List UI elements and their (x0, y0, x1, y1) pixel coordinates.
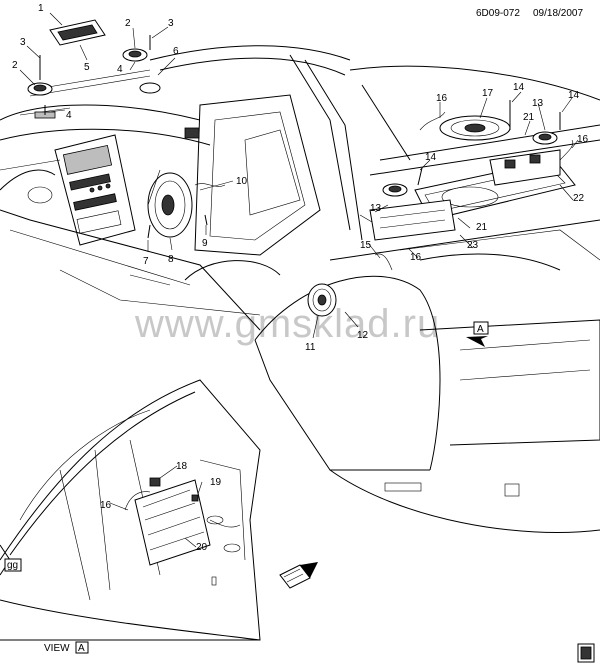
callout-2: 2 (12, 60, 18, 71)
view-caption-prefix: VIEW (44, 643, 70, 654)
callout-10: 10 (236, 176, 248, 187)
callout-14: 14 (513, 82, 525, 93)
callout-15: 15 (360, 240, 372, 251)
corner-tag: gg (4, 558, 22, 572)
callout-16: 16 (100, 500, 112, 511)
view-direction-arrow (279, 562, 318, 589)
corner-tag-text: gg (7, 560, 18, 571)
callout-16: 16 (577, 134, 589, 145)
rear-shelf-speakers (382, 111, 574, 197)
callout-1: 1 (38, 3, 44, 14)
watermark-text: www.gmsklad.ru (134, 302, 440, 346)
callout-5: 5 (84, 62, 90, 73)
view-a-marker: A (466, 321, 489, 347)
callout-18: 18 (176, 461, 188, 472)
callout-16: 16 (436, 93, 448, 104)
diagram-date: 09/18/2007 (533, 8, 583, 19)
front-door-speaker (147, 169, 193, 238)
callout-16: 16 (410, 252, 422, 263)
callout-6: 6 (173, 46, 179, 57)
subwoofer-bracket (369, 149, 576, 271)
callout-11: 11 (305, 342, 316, 353)
callout-14: 14 (568, 90, 580, 101)
callout-4: 4 (117, 64, 123, 75)
instrument-panel (0, 104, 211, 246)
callout-21: 21 (476, 222, 488, 233)
callout-3: 3 (20, 37, 26, 48)
view-caption-letter: A (78, 643, 85, 654)
instrument-panel-speaker-assembly (19, 19, 161, 119)
diagram-ref-id: 6D09-072 (476, 8, 520, 19)
door-wiring (184, 127, 301, 216)
corner-barcode-icon (577, 643, 595, 663)
callout-19: 19 (210, 477, 222, 488)
view-a-inset (0, 379, 318, 641)
callout-20: 20 (196, 542, 208, 553)
leader-lines (19, 12, 579, 548)
fasteners (39, 35, 561, 239)
view-caption: VIEW A (44, 641, 89, 654)
callout-7: 7 (143, 256, 149, 267)
callout-21: 21 (523, 112, 535, 123)
callout-22: 22 (573, 193, 585, 204)
callout-13: 13 (532, 98, 544, 109)
callout-2: 2 (125, 18, 131, 29)
callout-3: 3 (168, 18, 174, 29)
callout-9: 9 (202, 238, 208, 249)
callout-13: 13 (370, 203, 382, 214)
callout-12: 12 (357, 330, 369, 341)
view-a-marker-letter: A (477, 324, 484, 335)
callout-labels: 1 2 3 3 2 5 6 4 4 10 9 7 8 11 12 15 13 1… (12, 3, 589, 553)
callout-23: 23 (467, 240, 479, 251)
rear-quarter-speaker (307, 283, 337, 317)
callout-8: 8 (168, 254, 174, 265)
callout-4: 4 (66, 110, 72, 121)
callout-14: 14 (425, 152, 437, 163)
vehicle-body-outline (0, 45, 600, 533)
callout-17: 17 (482, 88, 494, 99)
